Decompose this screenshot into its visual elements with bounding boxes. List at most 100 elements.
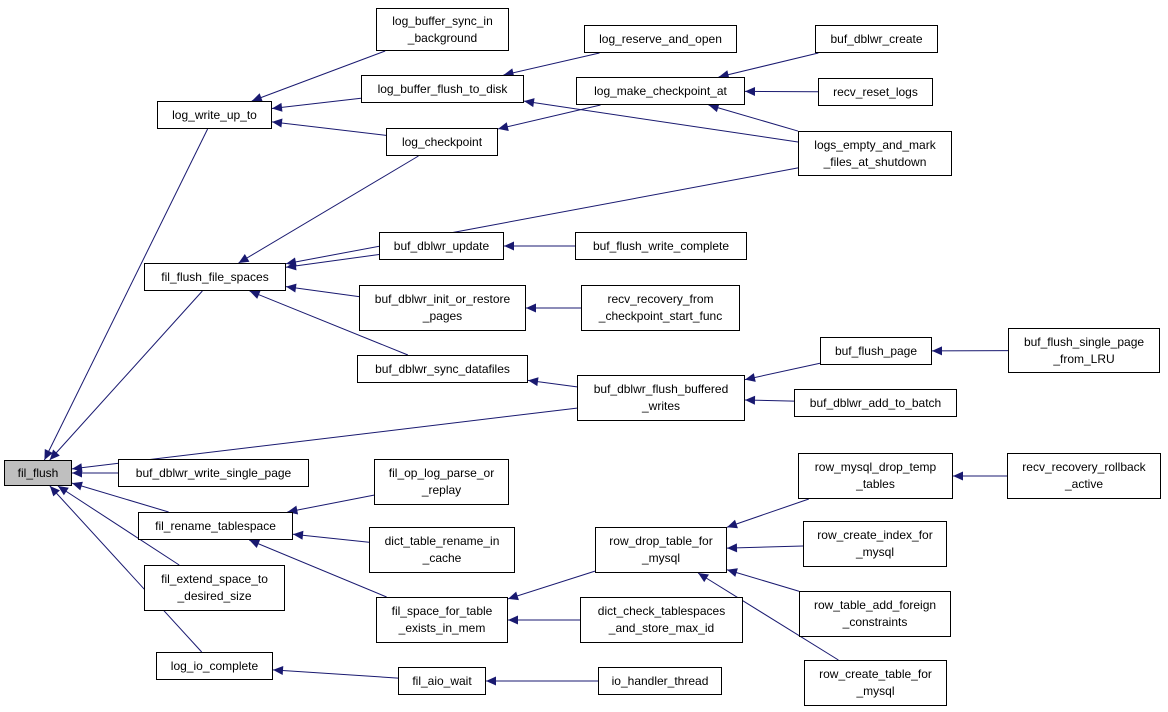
arrowhead-fil_flush_file_spaces	[286, 283, 297, 293]
node-recv-reset-logs[interactable]: recv_reset_logs	[818, 78, 933, 106]
arrowhead-buf_dblwr_flush_buffered_writes	[745, 373, 756, 382]
node-log-buffer-flush-to-disk[interactable]: log_buffer_flush_to_disk	[361, 75, 524, 103]
arrowhead-fil_flush	[49, 486, 60, 497]
edge-fil_extend_space_to_desired_size-to-fil_flush	[57, 485, 180, 566]
node-log-checkpoint[interactable]: log_checkpoint	[386, 128, 498, 156]
node-log-buffer-sync-in-background[interactable]: log_buffer_sync_in _background	[376, 8, 509, 51]
edge-buf_dblwr_init_or_restore_pages-to-fil_flush_file_spaces	[285, 286, 360, 298]
node-log-io-complete[interactable]: log_io_complete	[156, 652, 273, 680]
edge-row_table_add_foreign_constraints-to-row_drop_table_for_mysql	[726, 569, 800, 592]
arrowhead-log_io_complete	[273, 666, 284, 676]
node-row-create-index-for-mysql[interactable]: row_create_index_for _mysql	[803, 521, 947, 567]
edge-row_drop_table_for_mysql-to-fil_space_for_table_exists_in_mem	[507, 570, 596, 600]
edge-log_buffer_sync_in_background-to-log_write_up_to	[251, 50, 386, 102]
arrowhead-log_checkpoint	[498, 122, 509, 132]
node-fil-space-for-table-exists-in-mem[interactable]: fil_space_for_table _exists_in_mem	[376, 597, 508, 643]
node-fil-flush-file-spaces[interactable]: fil_flush_file_spaces	[144, 263, 286, 291]
edge-log_checkpoint-to-fil_flush_file_spaces	[238, 155, 419, 264]
node-fil-aio-wait[interactable]: fil_aio_wait	[398, 667, 486, 695]
arrowhead-log_write_up_to	[272, 118, 283, 128]
edge-logs_empty_and_mark_files_at_shutdown-to-fil_flush_file_spaces	[285, 167, 799, 265]
arrowhead-buf_flush_page	[932, 346, 943, 356]
node-buf-dblwr-update[interactable]: buf_dblwr_update	[379, 232, 504, 260]
edge-buf_dblwr_update-to-fil_flush_file_spaces	[285, 254, 380, 268]
arrowhead-fil_flush_file_spaces	[249, 290, 261, 299]
node-log-make-checkpoint-at[interactable]: log_make_checkpoint_at	[576, 77, 745, 105]
arrowhead-log_make_checkpoint_at	[718, 70, 730, 80]
edge-buf_dblwr_flush_buffered_writes-to-fil_flush	[71, 407, 578, 470]
arrowhead-log_write_up_to	[272, 102, 283, 112]
node-log-write-up-to[interactable]: log_write_up_to	[157, 101, 272, 129]
edge-buf_flush_page-to-buf_dblwr_flush_buffered_writes	[744, 362, 821, 381]
arrowhead-buf_dblwr_init_or_restore_pages	[526, 303, 536, 313]
arrowhead-fil_flush_file_spaces	[286, 261, 297, 271]
arrowhead-buf_dblwr_update	[504, 241, 514, 251]
edge-log_reserve_and_open-to-log_buffer_flush_to_disk	[503, 52, 600, 76]
node-buf-dblwr-add-to-batch[interactable]: buf_dblwr_add_to_batch	[794, 389, 957, 417]
edge-log_io_complete-to-fil_flush	[49, 485, 203, 653]
arrowhead-fil_flush_file_spaces	[238, 254, 250, 263]
edge-fil_aio_wait-to-log_io_complete	[272, 669, 399, 679]
arrowhead-fil_space_for_table_exists_in_mem	[508, 591, 519, 601]
node-fil-extend-space-to-desired-size[interactable]: fil_extend_space_to _desired_size	[144, 565, 285, 611]
arrowhead-log_write_up_to	[251, 93, 263, 102]
node-buf-flush-write-complete[interactable]: buf_flush_write_complete	[575, 232, 747, 260]
edge-log_write_up_to-to-fil_flush	[43, 128, 209, 461]
node-fil-op-log-parse-or-replay[interactable]: fil_op_log_parse_or _replay	[374, 459, 509, 505]
node-row-mysql-drop-temp-tables[interactable]: row_mysql_drop_temp _tables	[798, 453, 953, 499]
edge-logs_empty_and_mark_files_at_shutdown-to-log_make_checkpoint_at	[708, 104, 799, 132]
node-row-create-table-for-mysql[interactable]: row_create_table_for _mysql	[804, 660, 947, 706]
arrowhead-fil_flush	[44, 449, 53, 460]
edge-log_make_checkpoint_at-to-log_checkpoint	[497, 104, 601, 130]
arrowhead-log_buffer_flush_to_disk	[524, 98, 535, 108]
arrowhead-fil_aio_wait	[486, 676, 496, 686]
arrowhead-fil_flush	[72, 481, 83, 491]
node-buf-dblwr-sync-datafiles[interactable]: buf_dblwr_sync_datafiles	[357, 355, 528, 383]
node-recv-recovery-from-checkpoint-start-func[interactable]: recv_recovery_from _checkpoint_start_fun…	[581, 285, 740, 331]
arrowhead-log_make_checkpoint_at	[708, 103, 720, 113]
node-buf-dblwr-flush-buffered-writes[interactable]: buf_dblwr_flush_buffered _writes	[577, 375, 745, 421]
node-logs-empty-and-mark-files-at-shutdown[interactable]: logs_empty_and_mark _files_at_shutdown	[798, 131, 952, 176]
node-fil-flush[interactable]: fil_flush	[4, 460, 72, 486]
node-recv-recovery-rollback-active[interactable]: recv_recovery_rollback _active	[1007, 453, 1161, 499]
edge-row_create_index_for_mysql-to-row_drop_table_for_mysql	[726, 545, 804, 549]
edge-buf_dblwr_create-to-log_make_checkpoint_at	[718, 52, 819, 78]
edge-dict_table_rename_in_cache-to-fil_rename_tablespace	[292, 533, 370, 543]
arrowhead-fil_flush	[72, 468, 82, 478]
arrowhead-log_buffer_flush_to_disk	[503, 68, 515, 78]
node-buf-dblwr-init-or-restore-pages[interactable]: buf_dblwr_init_or_restore _pages	[359, 285, 526, 331]
node-row-drop-table-for-mysql[interactable]: row_drop_table_for _mysql	[595, 527, 727, 573]
arrowhead-fil_space_for_table_exists_in_mem	[508, 615, 518, 625]
node-buf-dblwr-create[interactable]: buf_dblwr_create	[815, 25, 938, 53]
arrowhead-row_drop_table_for_mysql	[727, 519, 738, 529]
edge-log_checkpoint-to-log_write_up_to	[271, 121, 387, 136]
node-buf-flush-page[interactable]: buf_flush_page	[820, 337, 932, 365]
edge-fil_space_for_table_exists_in_mem-to-fil_rename_tablespace	[249, 539, 387, 598]
node-io-handler-thread[interactable]: io_handler_thread	[598, 667, 722, 695]
edge-row_create_table_for_mysql-to-row_drop_table_for_mysql	[697, 572, 839, 661]
arrowhead-log_make_checkpoint_at	[745, 86, 756, 96]
arrowhead-fil_rename_tablespace	[293, 530, 304, 540]
edge-fil_flush_file_spaces-to-fil_flush	[49, 290, 203, 461]
arrowhead-fil_flush	[57, 486, 69, 496]
node-buf-flush-single-page-from-lru[interactable]: buf_flush_single_page _from_LRU	[1008, 328, 1160, 373]
edge-row_mysql_drop_temp_tables-to-row_drop_table_for_mysql	[726, 498, 809, 528]
edge-logs_empty_and_mark_files_at_shutdown-to-log_buffer_flush_to_disk	[523, 100, 799, 143]
arrowhead-buf_dblwr_flush_buffered_writes	[745, 395, 756, 405]
arrowhead-buf_dblwr_sync_datafiles	[528, 377, 539, 387]
arrowhead-row_mysql_drop_temp_tables	[953, 471, 963, 481]
arrowhead-row_drop_table_for_mysql	[727, 543, 738, 553]
node-dict-table-rename-in-cache[interactable]: dict_table_rename_in _cache	[369, 527, 515, 573]
edge-fil_rename_tablespace-to-fil_flush	[71, 482, 169, 513]
node-buf-dblwr-write-single-page[interactable]: buf_dblwr_write_single_page	[118, 459, 309, 487]
node-fil-rename-tablespace[interactable]: fil_rename_tablespace	[138, 512, 293, 540]
arrowhead-fil_flush	[49, 449, 60, 460]
node-dict-check-tablespaces-and-store-max-id[interactable]: dict_check_tablespaces _and_store_max_id	[580, 597, 743, 643]
arrowhead-row_drop_table_for_mysql	[727, 568, 738, 577]
node-log-reserve-and-open[interactable]: log_reserve_and_open	[584, 25, 737, 53]
node-row-table-add-foreign-constraints[interactable]: row_table_add_foreign _constraints	[799, 591, 951, 637]
arrowhead-row_drop_table_for_mysql	[698, 573, 709, 583]
edge-buf_dblwr_sync_datafiles-to-fil_flush_file_spaces	[249, 290, 409, 356]
